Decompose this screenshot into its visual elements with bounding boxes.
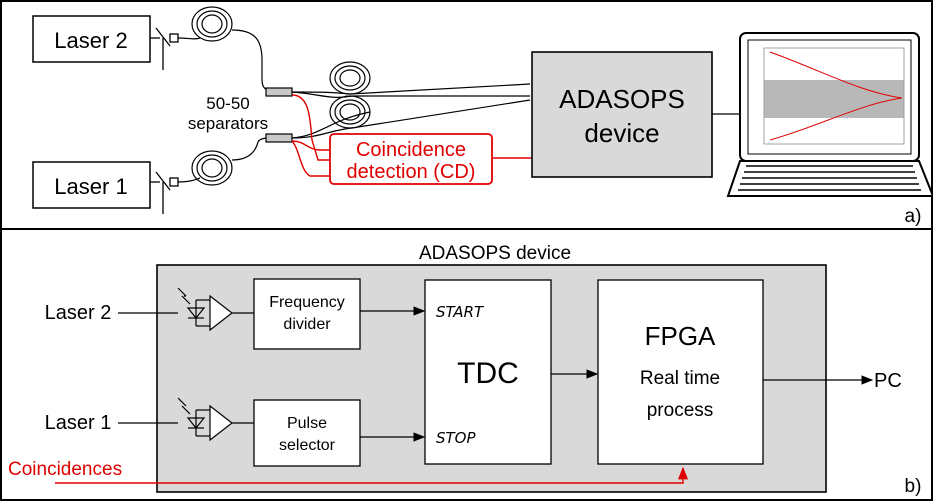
- panel-b-tag: b): [905, 476, 922, 497]
- photodiode-icon: [177, 287, 254, 332]
- laser1-box-a: [32, 161, 151, 209]
- laser2-label-b: Laser 2: [45, 302, 112, 324]
- coincidences-label: Coincidences: [8, 459, 122, 480]
- pulse-label-1: Pulse: [287, 415, 327, 432]
- laser1-label-a: Laser 1: [54, 174, 127, 199]
- coupler-icon: [150, 27, 179, 214]
- coincidence-detection-box: [329, 133, 493, 185]
- fpga-box: [597, 279, 764, 465]
- fiber-coil-icon: [177, 137, 273, 186]
- panel-b-frame: [0, 228, 933, 501]
- cd-lines: [291, 94, 533, 177]
- fiber-lines: [291, 83, 531, 139]
- pulse-label-2: selector: [279, 437, 336, 454]
- stop-label: STOP: [436, 429, 476, 447]
- rt-label-1: Real time: [640, 368, 720, 389]
- adasops-box-a: [531, 51, 713, 178]
- laser2-box-a: [32, 15, 151, 63]
- panel-b: ADASOPS device Laser 2 Laser 1: [8, 243, 921, 497]
- laser2-label-a: Laser 2: [54, 28, 127, 53]
- tdc-box: [424, 279, 552, 465]
- laser1-label-b: Laser 1: [45, 412, 112, 434]
- adasops-label-2: device: [584, 118, 659, 148]
- cd-label-2: detection (CD): [347, 161, 476, 183]
- separator-top: [265, 87, 293, 97]
- frequency-divider-box: [253, 278, 361, 350]
- panel-b-title: ADASOPS device: [419, 243, 571, 264]
- cd-label-1: Coincidence: [356, 139, 466, 161]
- panel-a: Laser 2 Laser 1: [32, 6, 933, 227]
- freq-label-1: Frequency: [269, 294, 345, 311]
- laptop-icon: [726, 32, 933, 197]
- tdc-label: TDC: [457, 357, 519, 390]
- freq-label-2: divider: [283, 316, 331, 333]
- separators-label-2: separators: [188, 114, 268, 133]
- photodiode-icon: [177, 397, 254, 442]
- pulse-selector-box: [253, 399, 361, 467]
- coincidences-arrow: [55, 466, 689, 484]
- separators-label-1: 50-50: [206, 94, 249, 113]
- fpga-label: FPGA: [645, 321, 716, 351]
- fiber-coil-icon: [177, 6, 281, 93]
- panel-a-tag: a): [905, 206, 922, 227]
- rt-label-2: process: [647, 400, 714, 421]
- pc-label: PC: [874, 370, 902, 392]
- start-label: START: [436, 303, 485, 321]
- separator-bottom: [265, 133, 293, 143]
- adasops-label-1: ADASOPS: [559, 84, 685, 114]
